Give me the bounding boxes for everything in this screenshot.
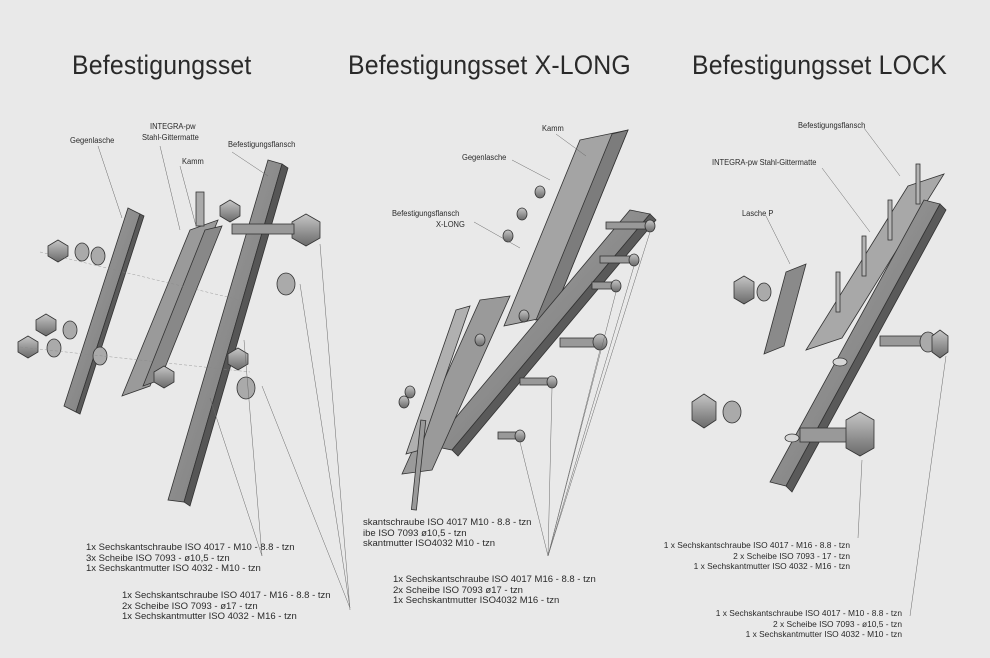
label-gegenlasche-xlong: Gegenlasche (462, 153, 507, 162)
panel-3-parts-m10: 1 x Sechskantschraube ISO 4017 - M10 - 8… (715, 608, 902, 639)
label-befestigungsflansch-xlong: Befestigungsflansch (392, 209, 460, 218)
panel-1-title: Befestigungsset (72, 50, 252, 80)
panel-3-fasteners (691, 275, 949, 457)
panel-2-fasteners (398, 185, 656, 443)
label-befestigungsflansch: Befestigungsflansch (228, 140, 296, 149)
label-kamm: Kamm (182, 157, 204, 166)
panel-2-parts-m10: skantschraube ISO 4017 M10 - 8.8 - tzn i… (363, 517, 532, 549)
lasche-p (763, 263, 807, 355)
panel-3-leader-lines (765, 127, 947, 617)
panel-1-fasteners (17, 191, 321, 400)
label-befestigungsflansch-lock: Befestigungsflansch (798, 121, 866, 130)
panel-3-title: Befestigungsset LOCK (692, 50, 947, 80)
panel-3-parts-m16: 1 x Sechskantschraube ISO 4017 - M16 - 8… (663, 540, 850, 571)
label-integra-pw: INTEGRA-pw (150, 122, 196, 131)
panel-1-parts-m16: 1x Sechskantschraube ISO 4017 - M16 - 8.… (122, 590, 331, 622)
label-lasche-p: Lasche P (742, 209, 774, 218)
panel-1-leader-lines (97, 145, 351, 611)
x-long-rod (410, 419, 427, 511)
panel-2-title: Befestigungsset X-LONG (348, 50, 631, 80)
label-gegenlasche: Gegenlasche (70, 136, 115, 145)
label-kamm-xlong: Kamm (542, 124, 564, 133)
panel-2-leader-lines (473, 133, 651, 557)
label-integra-pw-stahl-gittermatte: INTEGRA-pw Stahl-Gittermatte (712, 158, 817, 167)
comb-pins (835, 163, 921, 313)
label-stahl-gittermatte: Stahl-Gittermatte (142, 133, 199, 142)
panel-2-assembly (398, 129, 657, 511)
panel-2-parts-m16: 1x Sechskantschraube ISO 4017 M16 - 8.8 … (393, 574, 596, 606)
panel-1-assembly (17, 159, 321, 507)
label-x-long: X-LONG (436, 220, 465, 229)
panel-3-assembly (691, 163, 949, 493)
panel-1-parts-m10: 1x Sechskantschraube ISO 4017 - M10 - 8.… (86, 542, 295, 574)
